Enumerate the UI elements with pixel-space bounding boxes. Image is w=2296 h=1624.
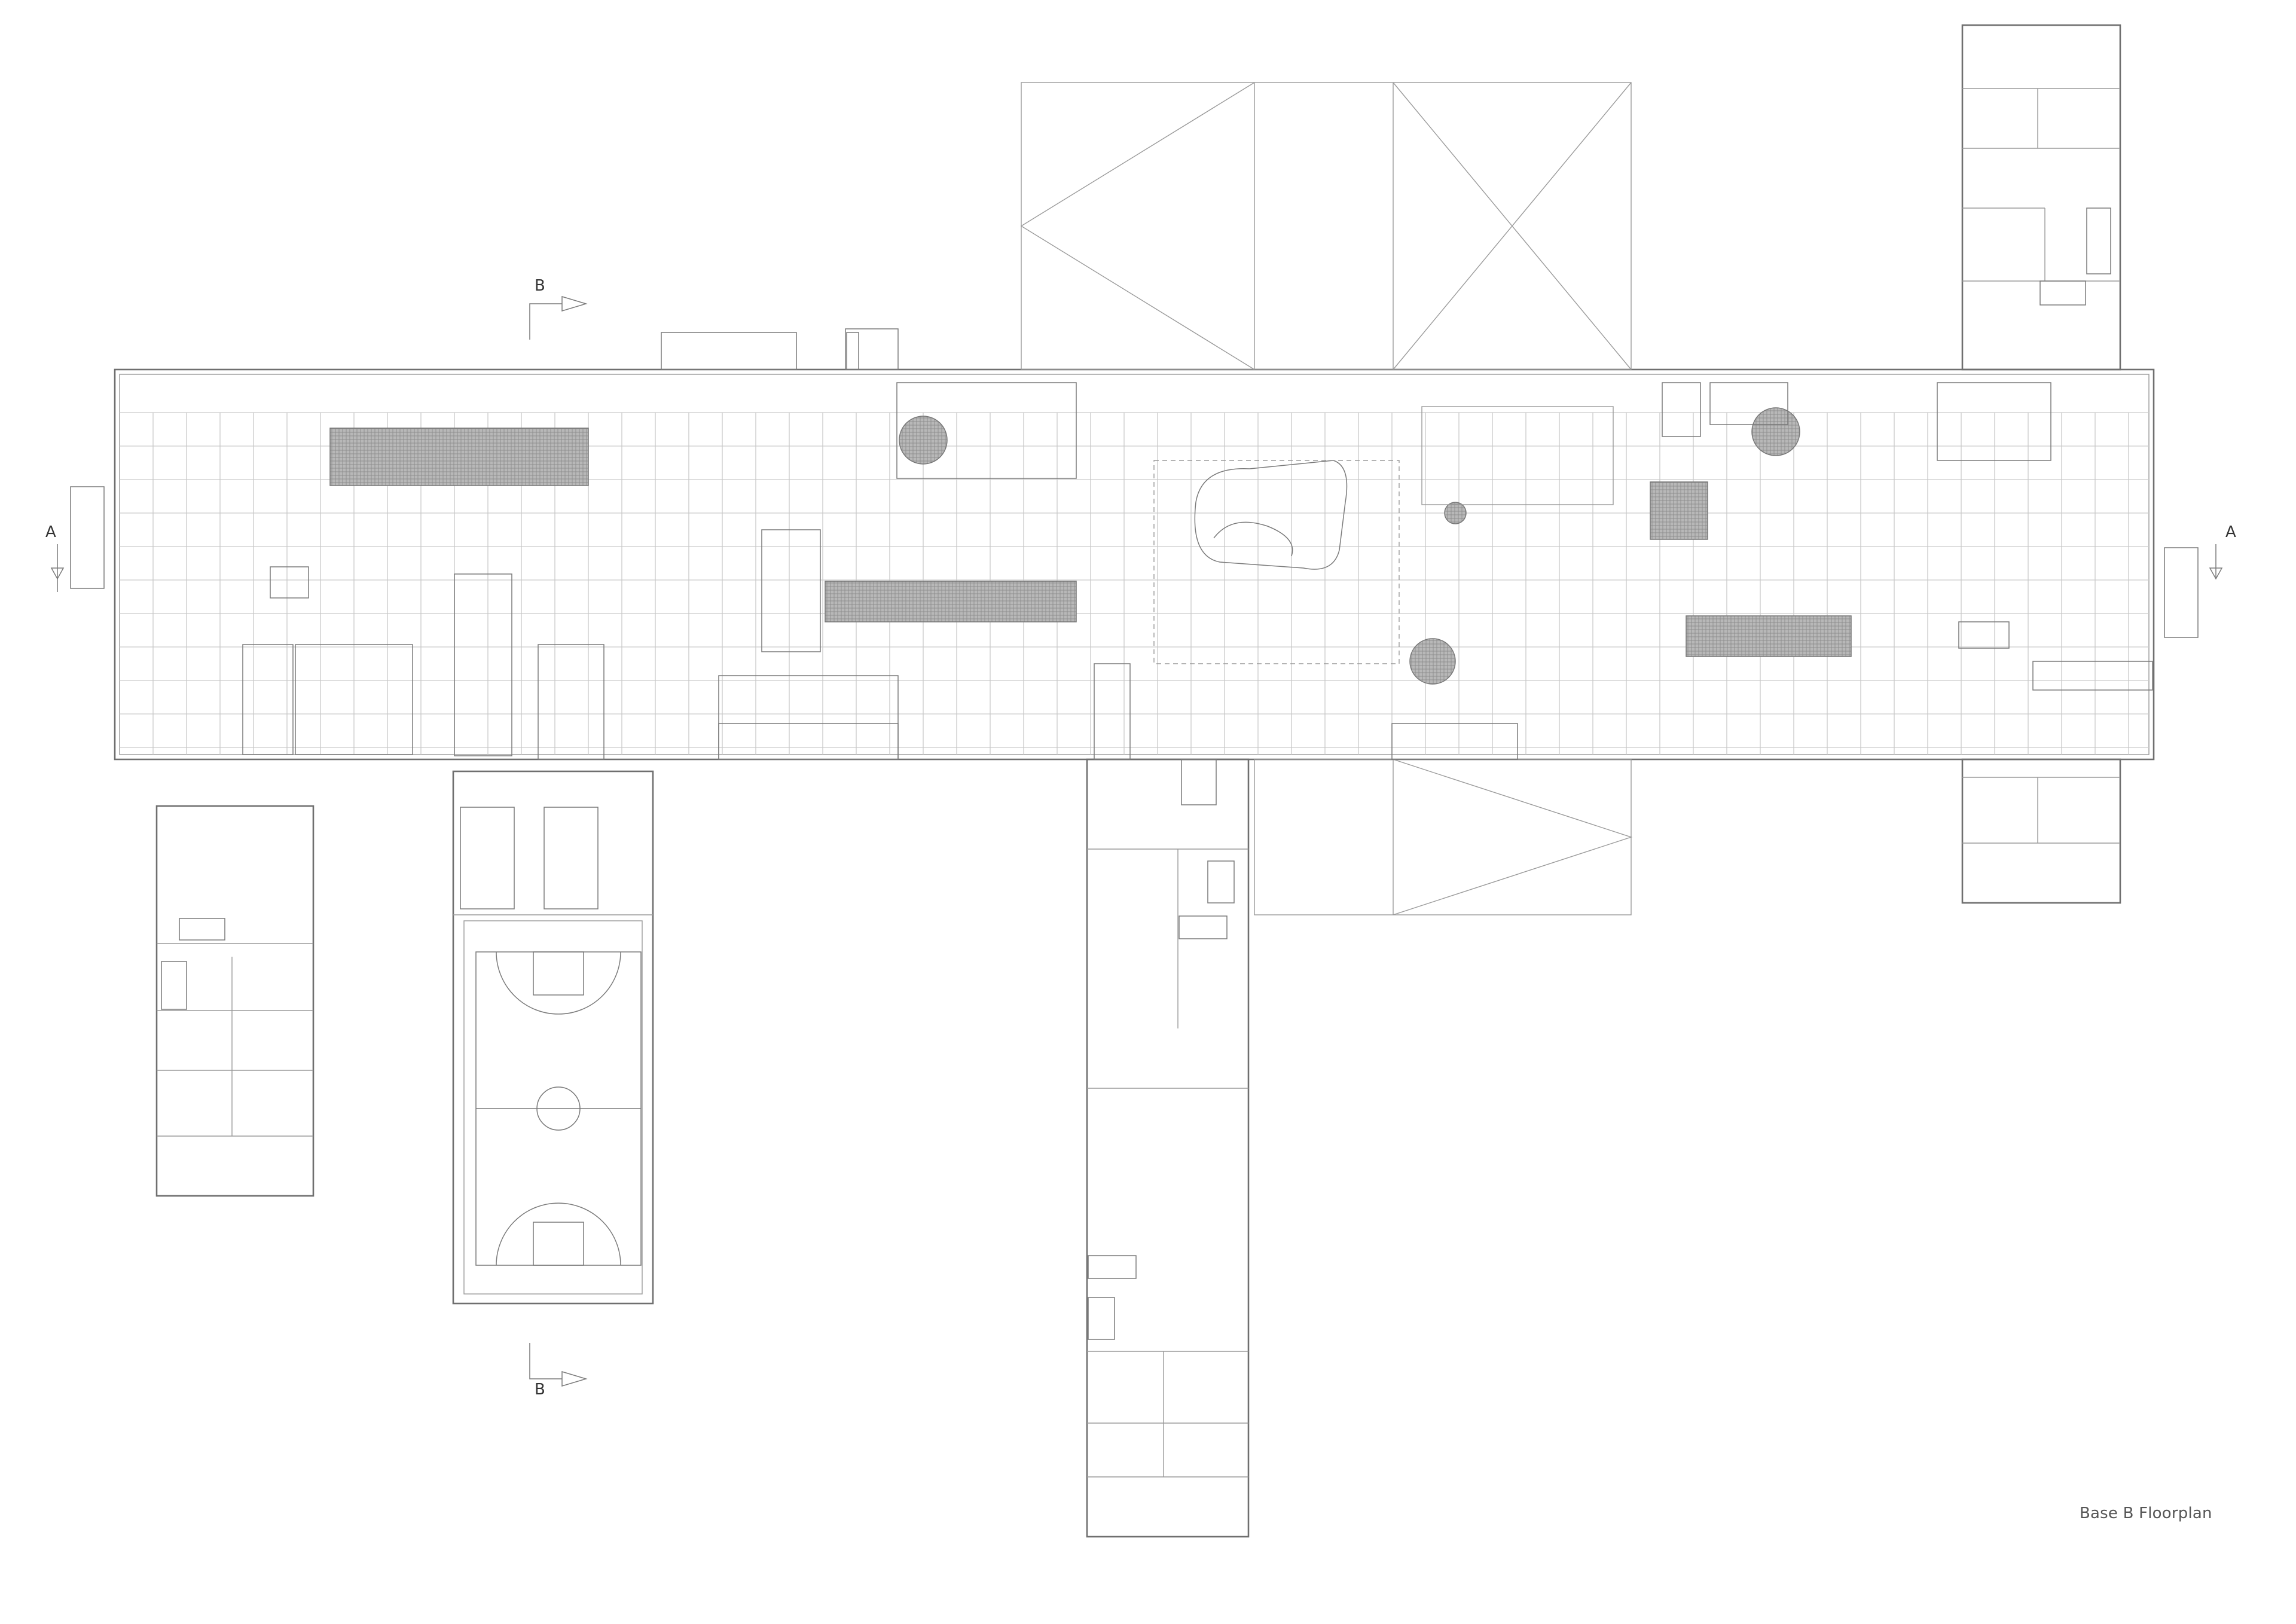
section-marker-a-right: A [2209, 523, 2236, 580]
wing-bottom-right [1961, 758, 2121, 904]
section-label: A [45, 523, 56, 541]
stairs [70, 328, 2199, 805]
wing-top-right [1961, 24, 2121, 371]
section-marker-b-bottom: B [529, 1343, 588, 1399]
sports-hall [452, 770, 654, 1305]
section-marker-a-left: A [45, 523, 65, 592]
wing-bottom-center [1086, 758, 1250, 1538]
section-label: A [2225, 523, 2236, 541]
interior-rooms [242, 332, 2153, 760]
section-label: B [535, 1381, 545, 1399]
drawing-title: Base B Floorplan [2080, 1504, 2212, 1522]
section-label: B [535, 277, 545, 295]
basketball-court [475, 951, 642, 1266]
top-plaza [1020, 82, 1632, 370]
wing-bottom-left [155, 805, 315, 1197]
bottom-plaza [1254, 759, 1633, 915]
section-marker-b-top: B [529, 277, 588, 340]
